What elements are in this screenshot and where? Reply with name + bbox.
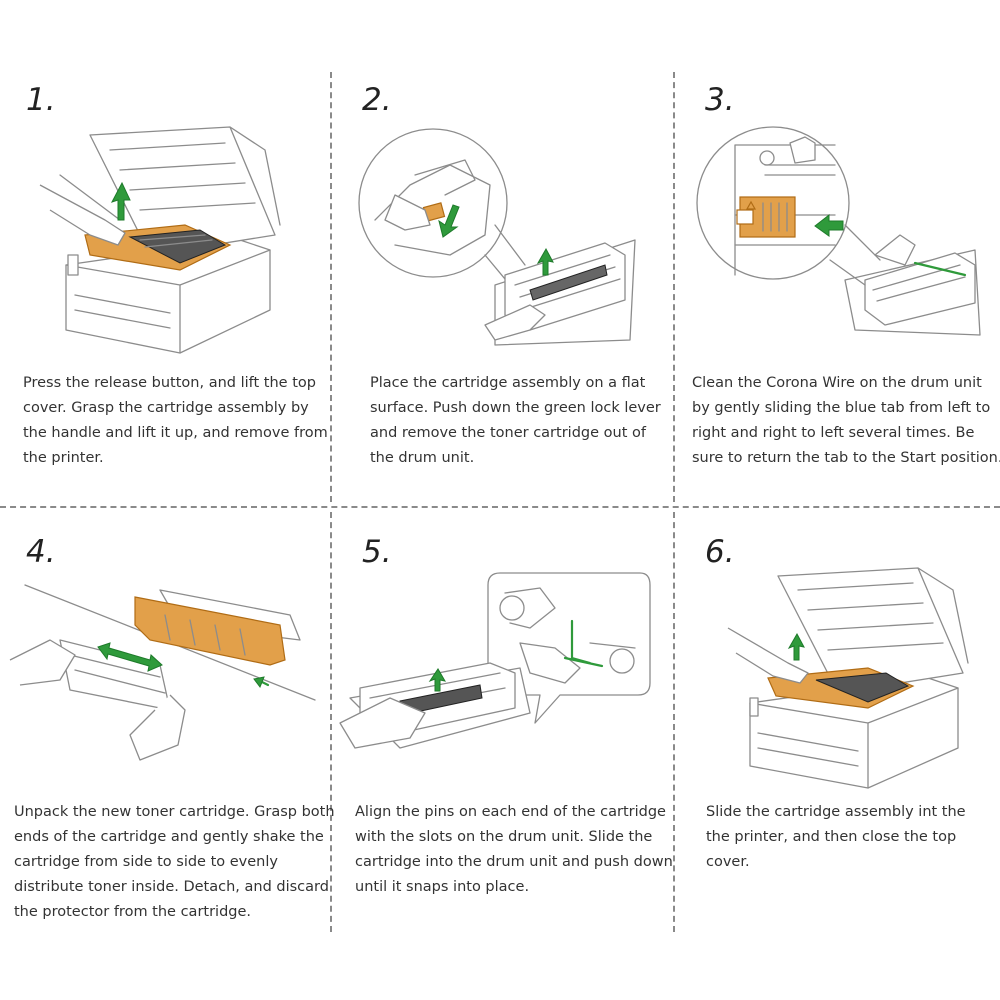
step-5-number: 5. — [362, 534, 392, 570]
drum-unit-illustration — [355, 125, 645, 355]
step-3-description: Clean the Corona Wire on the drum unit b… — [692, 375, 1000, 466]
step-5-description: Align the pins on each end of the cartri… — [355, 804, 673, 895]
step-1-description: Press the release button, and lift the t… — [23, 375, 328, 466]
printer-close-illustration — [727, 567, 993, 793]
step-2-number: 2. — [362, 82, 392, 118]
printer-open-illustration — [30, 125, 290, 355]
step-6-description: Slide the cartridge assembly int the the… — [706, 804, 966, 870]
step-4-number: 4. — [26, 534, 56, 570]
step-6-number: 6. — [705, 534, 735, 570]
divider-vertical-right-bottom — [673, 512, 675, 932]
divider-vertical-right-top — [673, 72, 675, 502]
cartridge-insert-illustration — [339, 572, 655, 758]
corona-wire-illustration — [695, 125, 985, 345]
divider-horizontal — [0, 506, 1000, 508]
divider-vertical-left-bottom — [330, 512, 332, 932]
step-3-number: 3. — [705, 82, 735, 118]
divider-vertical-left-top — [330, 72, 332, 502]
step-1-number: 1. — [26, 82, 56, 118]
step-2-description: Place the cartridge assembly on a flat s… — [370, 375, 661, 466]
step-4-description: Unpack the new toner cartridge. Grasp bo… — [14, 804, 335, 920]
toner-shake-illustration — [9, 584, 316, 775]
